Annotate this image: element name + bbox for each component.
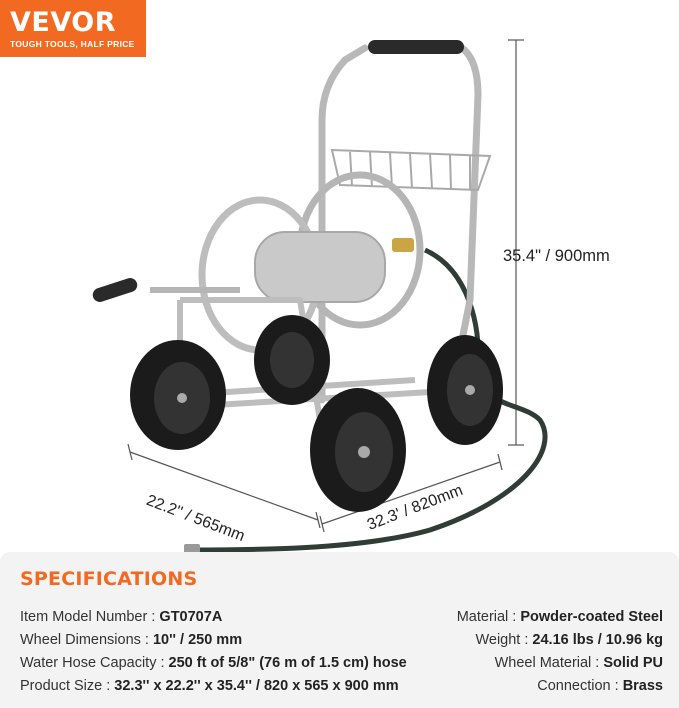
handle-frame <box>318 44 482 404</box>
wire-basket <box>330 148 492 192</box>
spec-wheel-material: Wheel Material : Solid PU <box>494 655 663 671</box>
brass-fitting <box>392 238 414 252</box>
spec-wheel-dimensions: Wheel Dimensions : 10'' / 250 mm <box>20 632 243 648</box>
spec-material: Material : Powder-coated Steel <box>456 609 663 625</box>
spec-hose-capacity: Water Hose Capacity : 250 ft of 5/8" (76… <box>20 655 407 671</box>
wheel-back-left <box>254 315 330 405</box>
green-hose <box>189 247 548 553</box>
wheel-back-right <box>427 335 503 445</box>
height-dimension-label: 35.4" / 900mm <box>503 247 610 265</box>
logo-brand: VEVOR <box>10 6 117 38</box>
handle-grip <box>368 40 464 54</box>
reel-drum <box>254 231 386 303</box>
spec-weight: Weight : 24.16 lbs / 10.96 kg <box>475 632 663 648</box>
specifications-panel <box>0 552 679 708</box>
width-dimension-line <box>319 453 503 533</box>
spec-connection: Connection : Brass <box>537 678 663 694</box>
depth-dimension-line <box>127 443 321 529</box>
specifications-title: SPECIFICATIONS <box>20 568 198 590</box>
wheel-front-left <box>130 340 226 450</box>
spec-model-number: Item Model Number : GT0707A <box>20 609 223 625</box>
wheel-front-right <box>310 388 406 512</box>
spec-product-size: Product Size : 32.3'' x 22.2'' x 35.4'' … <box>20 678 399 694</box>
logo-tagline: TOUGH TOOLS, HALF PRICE <box>10 38 135 49</box>
hose-reel-cart-illustration <box>92 39 548 556</box>
crank-grip <box>92 278 138 302</box>
vevor-logo: VEVOR TOUGH TOOLS, HALF PRICE <box>0 0 146 57</box>
height-dimension-line <box>508 39 524 446</box>
